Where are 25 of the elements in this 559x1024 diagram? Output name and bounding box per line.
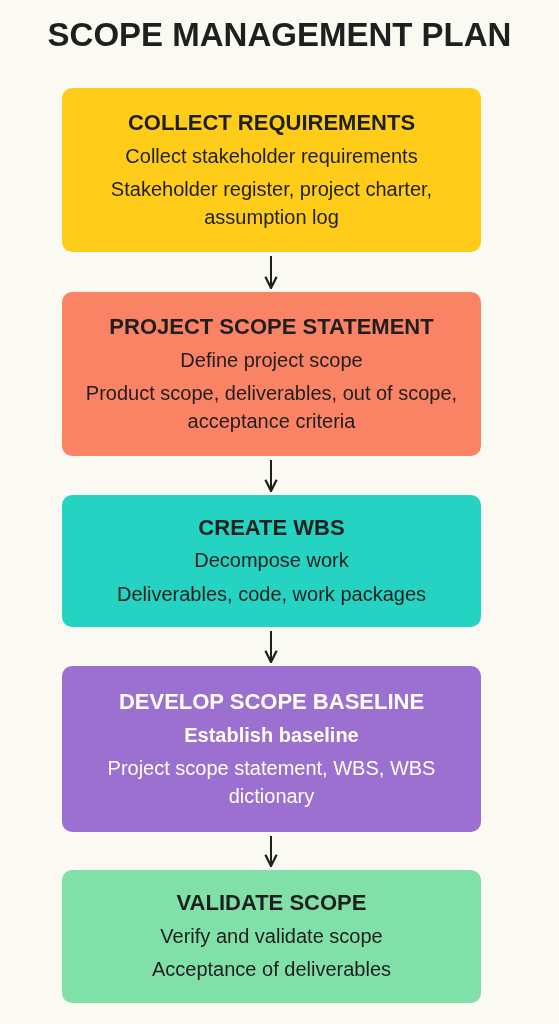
process-box (62, 495, 481, 627)
arrow (264, 835, 278, 868)
box-text: Establish baseline (184, 722, 359, 748)
process-box (62, 870, 481, 1003)
box-text: Product scope, deliverables, out of scope, acceptance criteria (84, 381, 459, 434)
box-heading: DEVELOP SCOPE BASELINE (118, 688, 425, 716)
process-box (62, 666, 481, 832)
process-box (62, 292, 481, 456)
box-heading: VALIDATE SCOPE (176, 889, 367, 917)
arrow (264, 630, 278, 664)
box-text: Project scope statement, WBS, WBS dictionary (106, 756, 437, 809)
box-text: Decompose work (194, 548, 349, 574)
box-text: Collect stakeholder requirements (125, 143, 418, 169)
box-text: Deliverables, code, work packages (116, 581, 426, 607)
title: SCOPE MANAGEMENT PLAN (46, 15, 513, 55)
box-heading: COLLECT REQUIREMENTS (127, 109, 416, 137)
box-text: Acceptance of deliverables (151, 957, 391, 983)
box-text: Stakeholder register, project charter, assumption log (109, 177, 434, 230)
box-heading: PROJECT SCOPE STATEMENT (109, 313, 434, 341)
box-heading: CREATE WBS (198, 513, 345, 542)
arrow (264, 255, 278, 290)
box-text: Verify and validate scope (160, 923, 383, 949)
process-box (62, 88, 481, 252)
arrow (264, 459, 278, 493)
box-text: Define project scope (180, 347, 363, 373)
